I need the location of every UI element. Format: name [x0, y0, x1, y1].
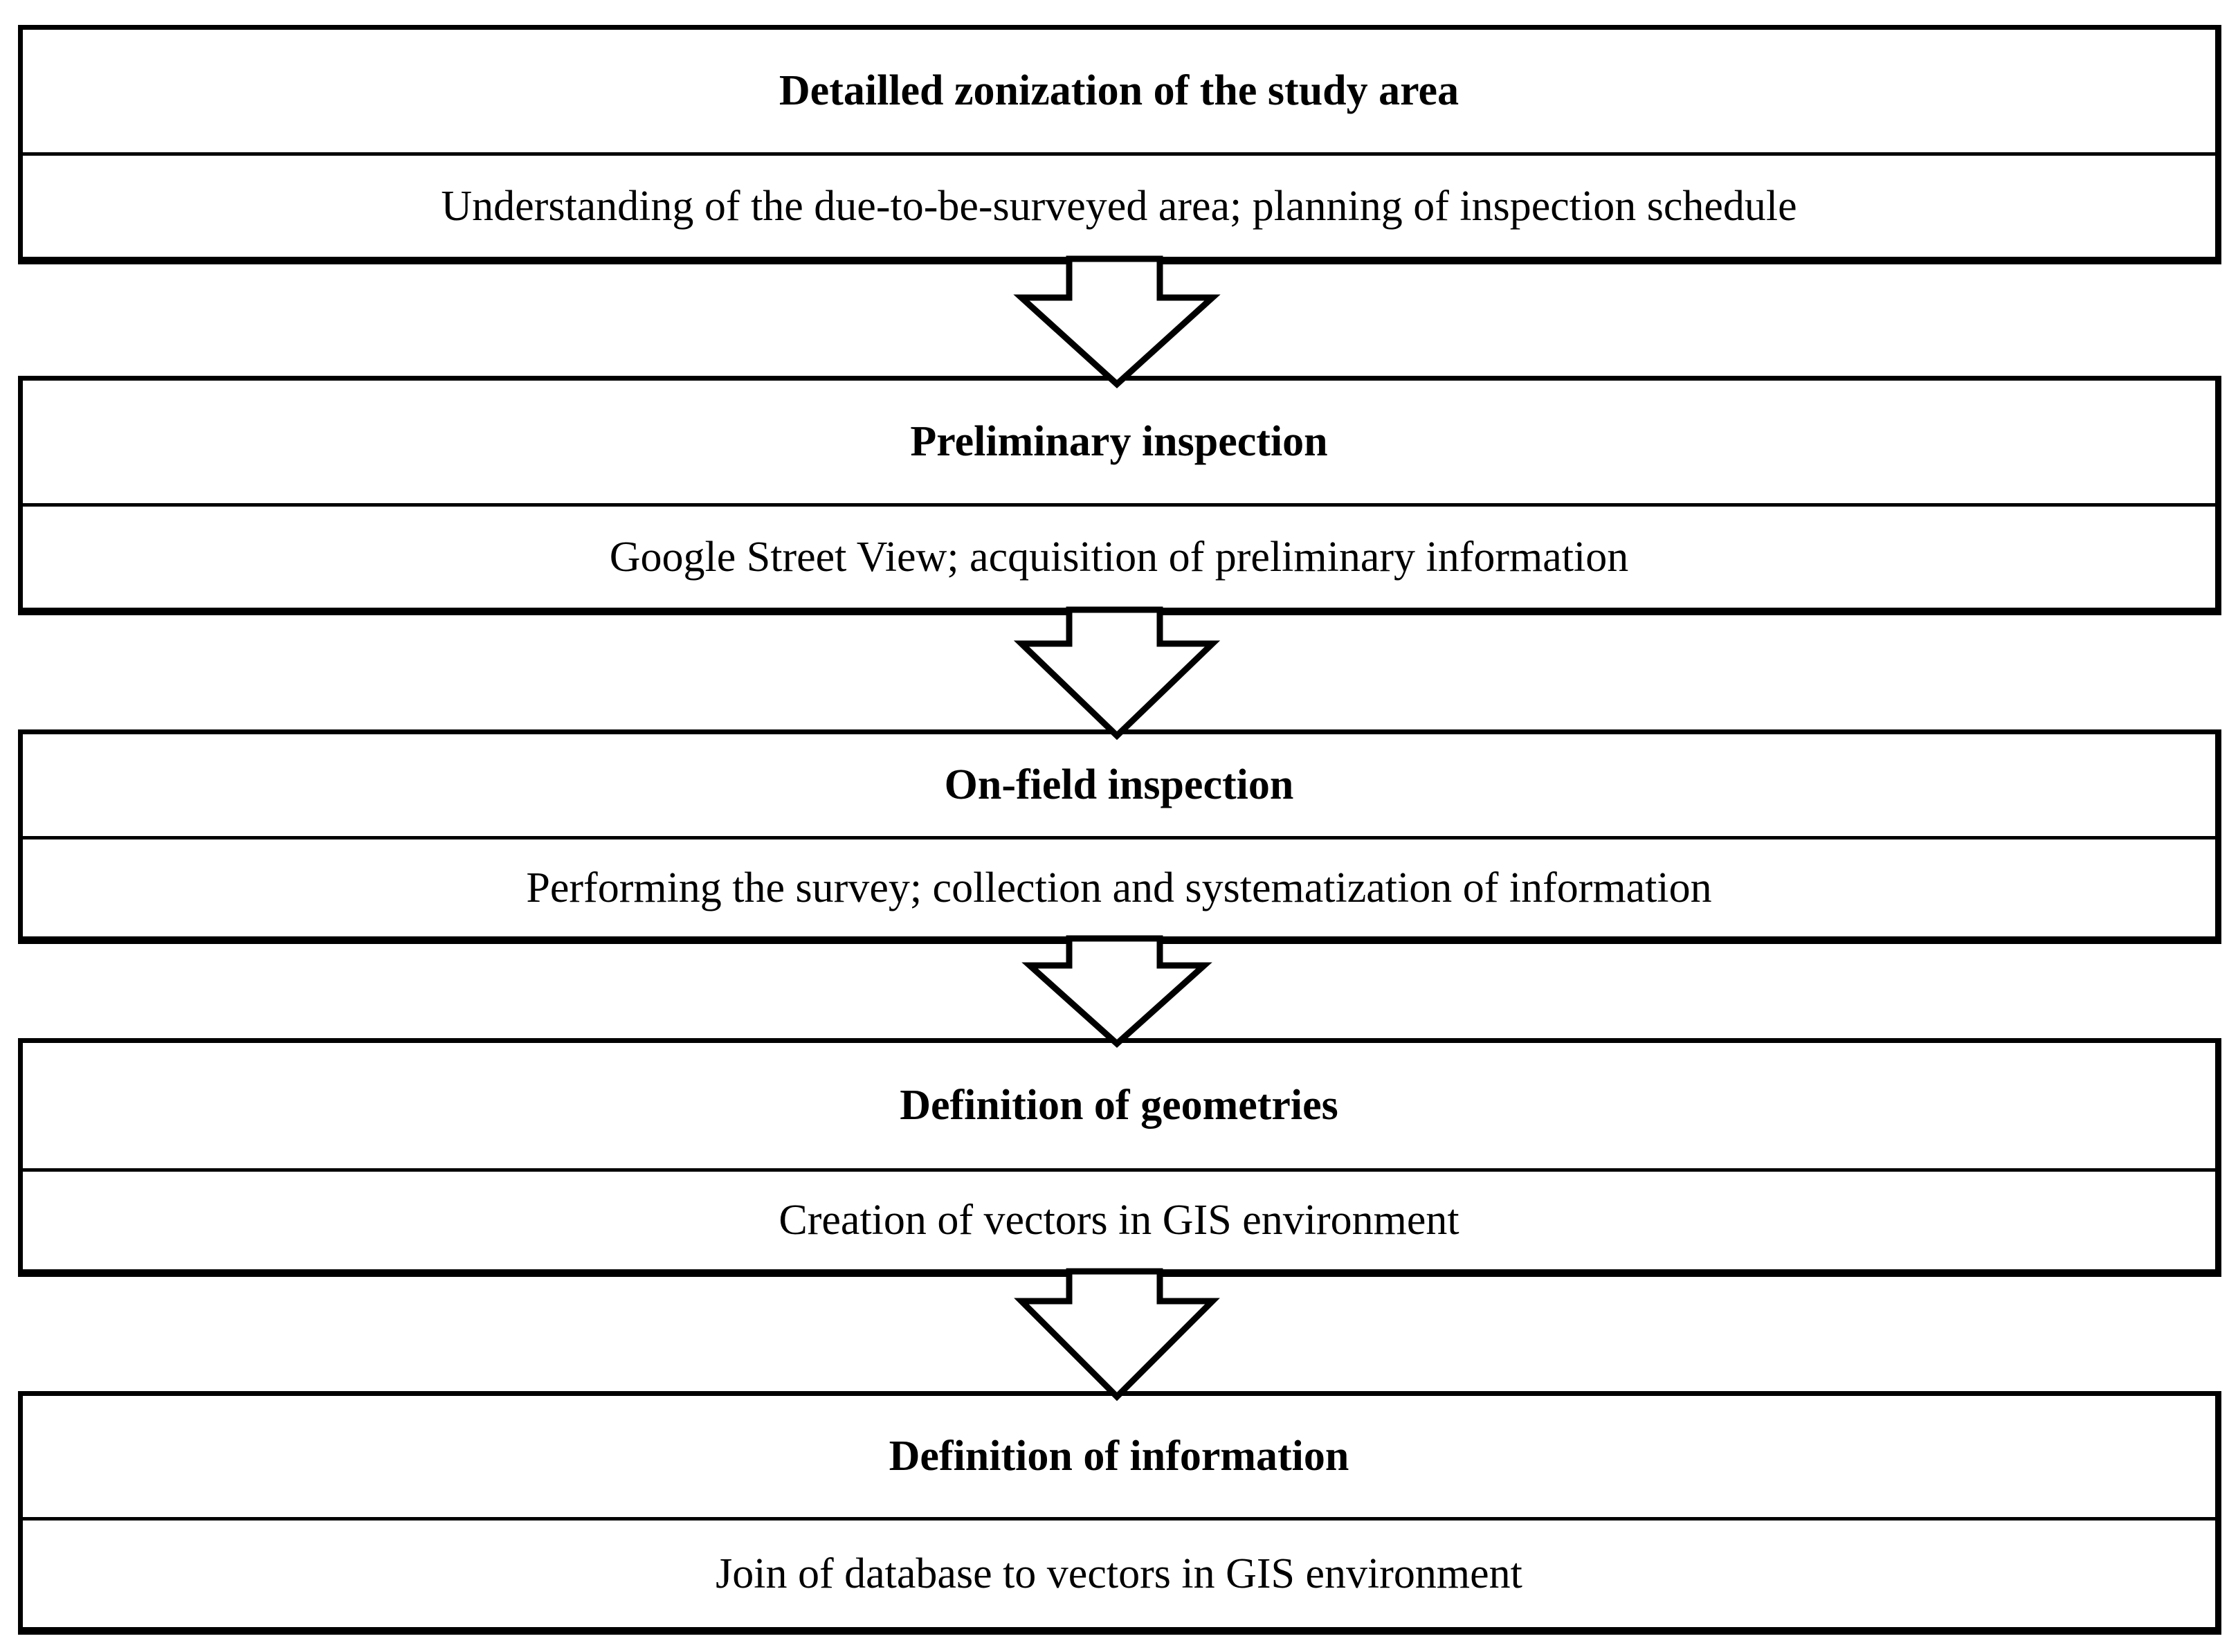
step-title-5: Definition of information	[23, 1396, 2215, 1521]
step-description-4: Creation of vectors in GIS environment	[779, 1197, 1459, 1244]
down-arrow-icon	[1014, 1268, 1220, 1401]
step-title-4: Definition of geometries	[23, 1043, 2215, 1172]
step-title-3: On-field inspection	[23, 734, 2215, 839]
down-arrow-icon	[1013, 255, 1221, 389]
step-description-1: Understanding of the due-to-be-surveyed …	[441, 182, 1797, 230]
step-title-2: Preliminary inspection	[23, 381, 2215, 507]
down-arrow-icon	[1013, 606, 1221, 741]
step-box-5: Definition of information Join of databa…	[18, 1391, 2221, 1635]
step-description-2: Google Street View; acquisition of preli…	[609, 533, 1629, 581]
step-description-5: Join of database to vectors in GIS envir…	[716, 1550, 1522, 1597]
step-description-3: Performing the survey; collection and sy…	[526, 864, 1712, 911]
step-box-1: Detailled zonization of the study area U…	[18, 25, 2221, 264]
step-box-4: Definition of geometries Creation of vec…	[18, 1038, 2221, 1277]
down-arrow-icon	[1021, 935, 1212, 1049]
step-title-1: Detailled zonization of the study area	[23, 30, 2215, 156]
